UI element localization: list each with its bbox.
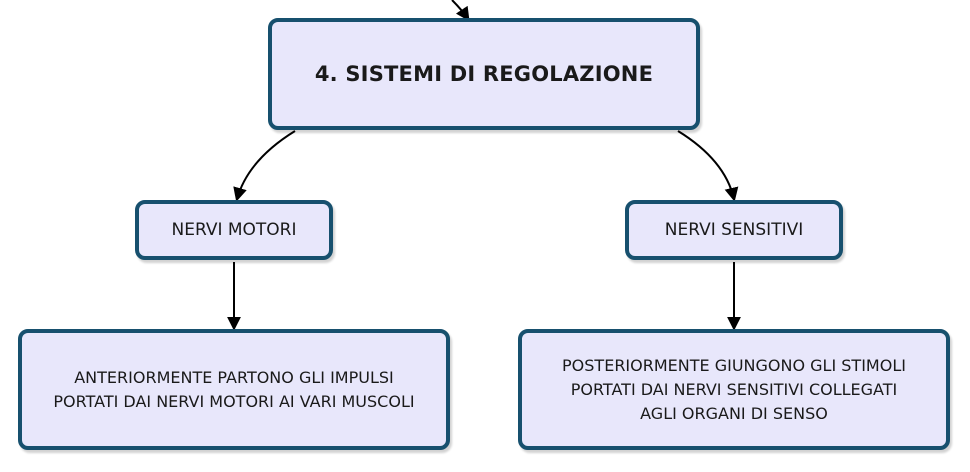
- connector-root-to-sensitivi: [677, 130, 739, 202]
- text-line: AGLI ORGANI DI SENSO: [640, 403, 828, 423]
- text-line: PORTATI DAI NERVI SENSITIVI COLLEGATI: [570, 379, 898, 399]
- text-line: POSTERIORMENTE GIUNGONO GLI STIMOLI: [562, 355, 906, 375]
- node-nervi-motori[interactable]: NERVI MOTORI: [135, 200, 333, 260]
- node-text: ANTERIORMENTE PARTONO GLI IMPULSI PORTAT…: [53, 366, 414, 414]
- node-text: POSTERIORMENTE GIUNGONO GLI STIMOLI PORT…: [562, 354, 906, 426]
- connector-root-to-motori: [233, 130, 296, 202]
- node-label: NERVI MOTORI: [171, 220, 297, 240]
- node-nervi-sensitivi[interactable]: NERVI SENSITIVI: [625, 200, 843, 260]
- node-sistemi-di-regolazione[interactable]: 4. SISTEMI DI REGOLAZIONE: [268, 18, 700, 130]
- node-label: NERVI SENSITIVI: [664, 220, 804, 240]
- incoming-connector: [451, 0, 470, 22]
- node-label: 4. SISTEMI DI REGOLAZIONE: [314, 62, 654, 86]
- node-nervi-motori-detail[interactable]: ANTERIORMENTE PARTONO GLI IMPULSI PORTAT…: [18, 329, 450, 450]
- text-line: ANTERIORMENTE PARTONO GLI IMPULSI: [74, 367, 394, 387]
- text-line: PORTATI DAI NERVI MOTORI AI VARI MUSCOLI: [53, 391, 415, 411]
- node-nervi-sensitivi-detail[interactable]: POSTERIORMENTE GIUNGONO GLI STIMOLI PORT…: [518, 329, 950, 450]
